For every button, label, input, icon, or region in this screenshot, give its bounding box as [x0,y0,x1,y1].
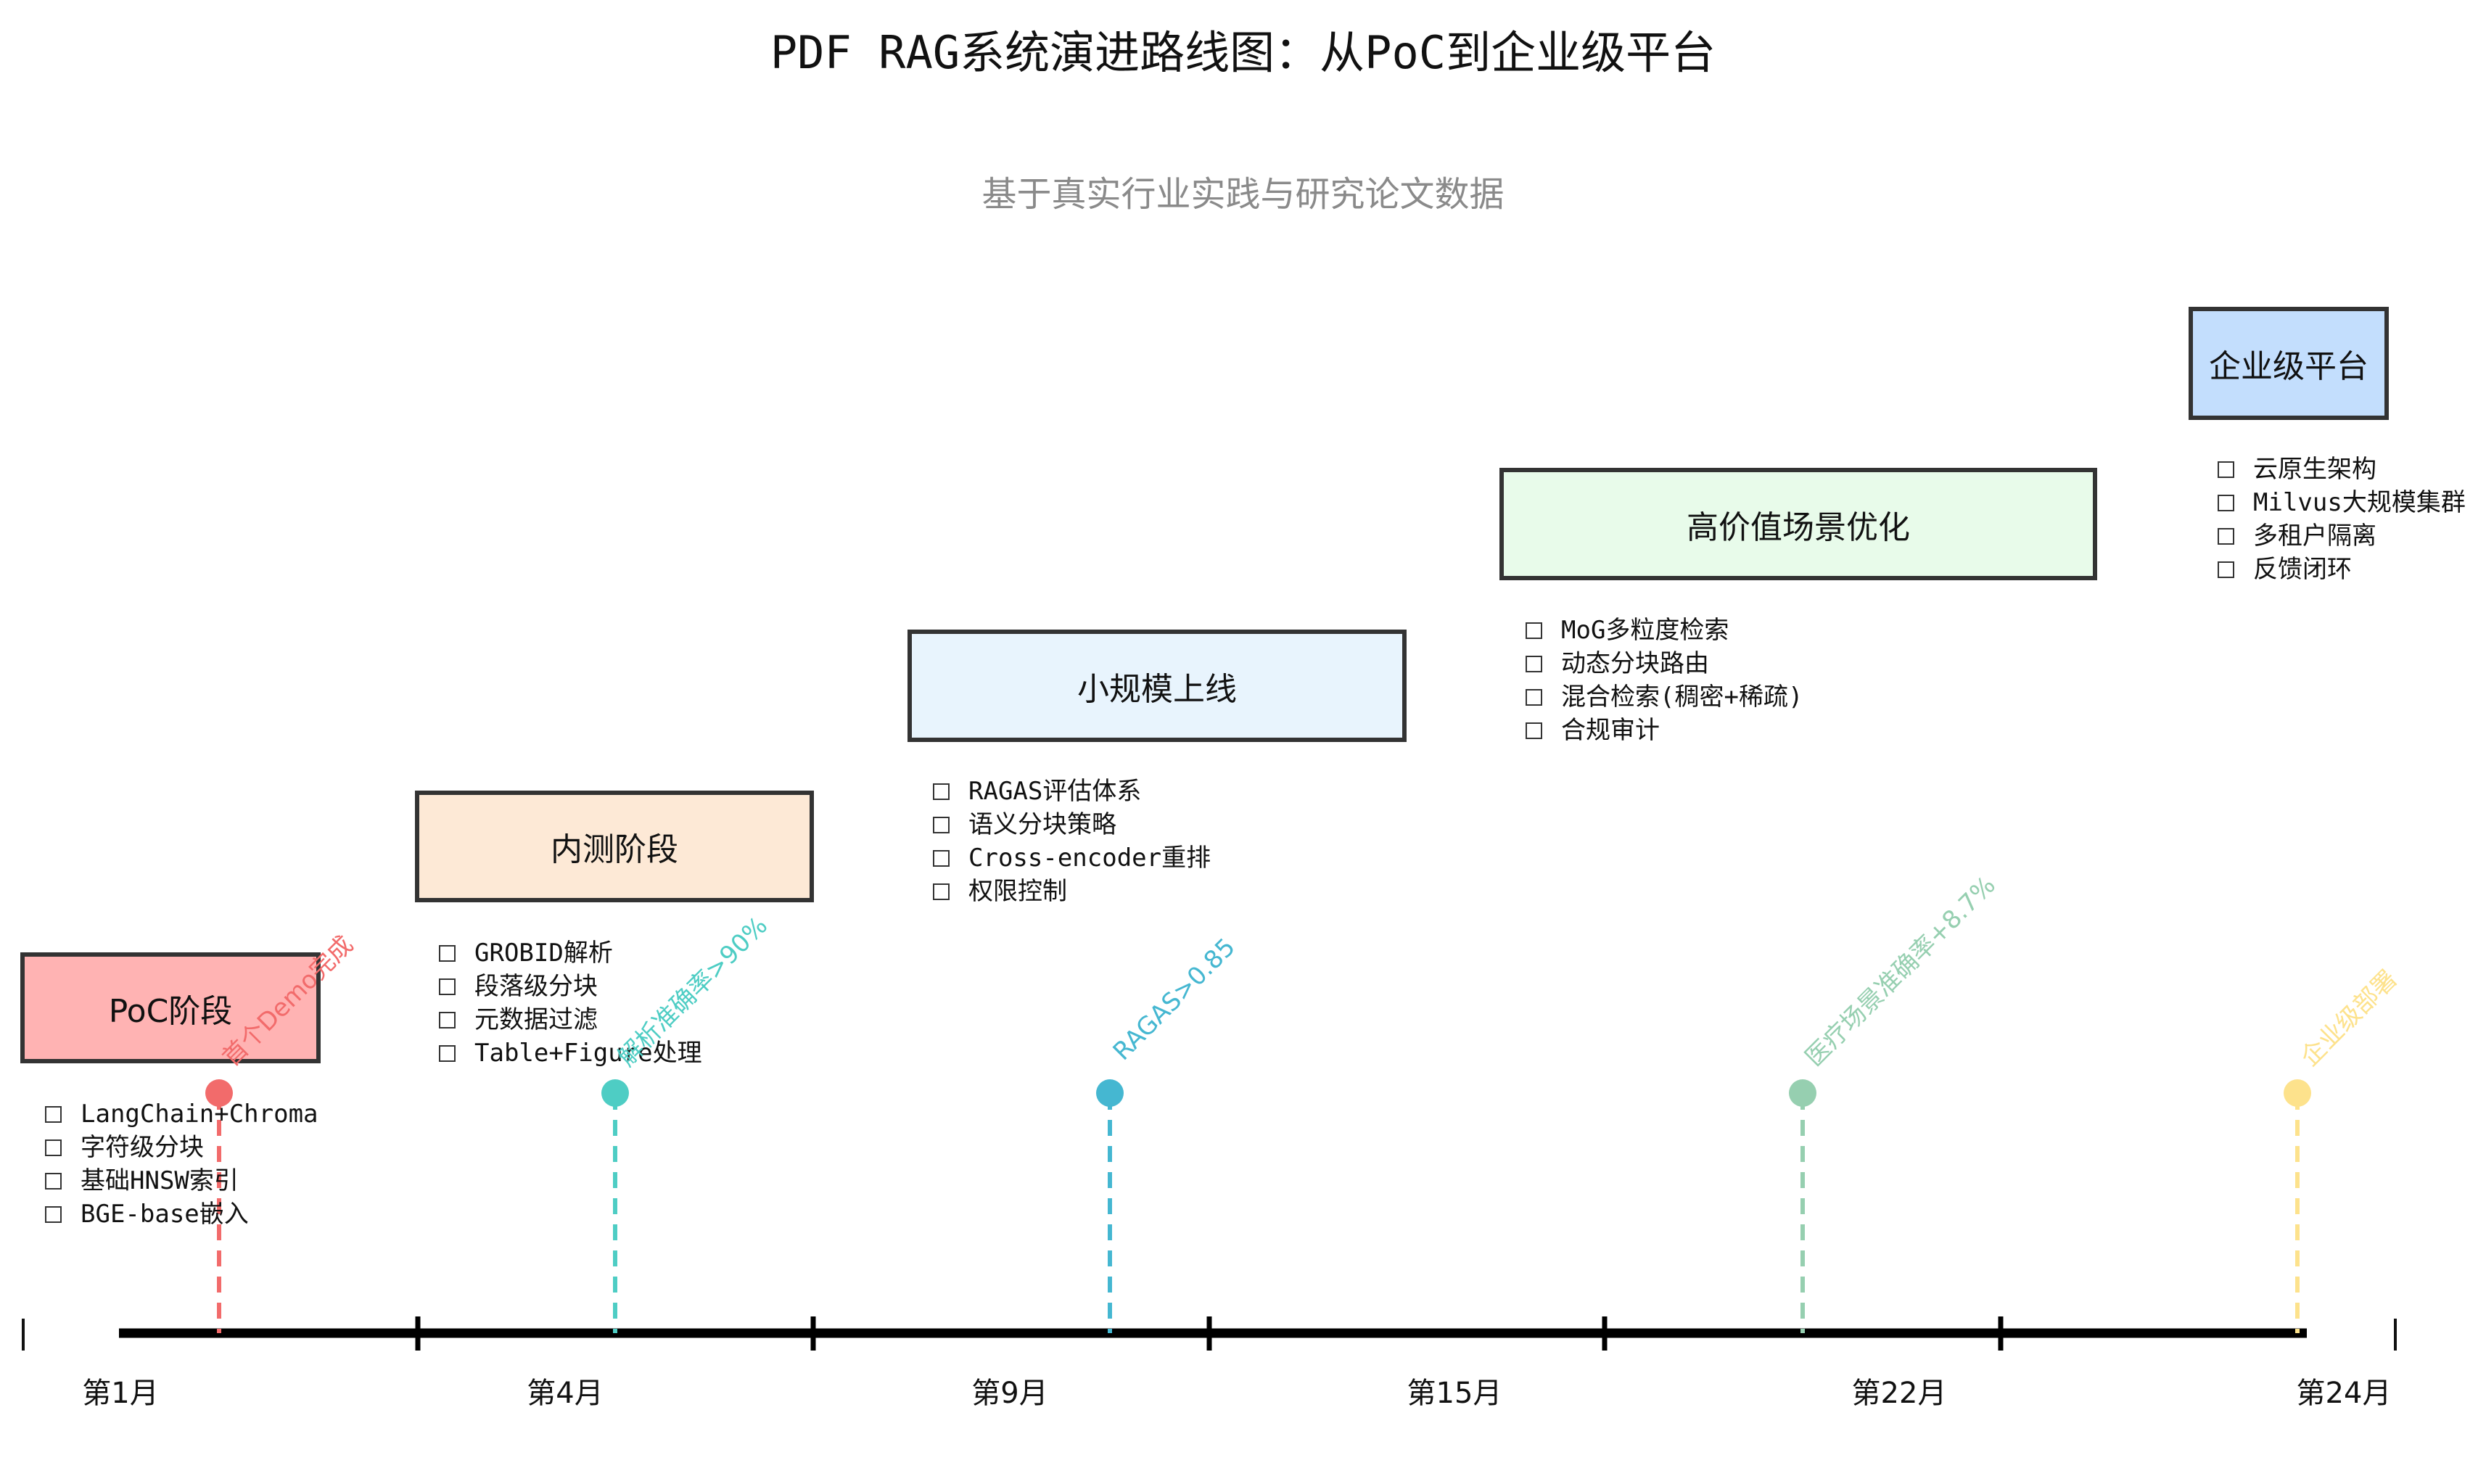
task-item: 动态分块路由 [1526,647,1803,680]
task-item: BGE-base嵌入 [45,1197,318,1231]
task-list-poc: LangChain+Chroma 字符级分块 基础HNSW索引 BGE-base… [45,1097,318,1231]
task-item: MoG多粒度检索 [1526,614,1803,647]
checkbox-icon [933,816,950,833]
milestone-marker [601,1079,629,1107]
task-item: 合规审计 [1526,714,1803,747]
checkbox-icon [933,849,950,867]
task-item: RAGAS评估体系 [933,775,1211,808]
checkbox-icon [439,978,456,995]
checkbox-icon [439,944,456,962]
checkbox-icon [439,1044,456,1062]
stage-title: 内测阶段 [551,831,678,868]
checkbox-icon [45,1105,62,1123]
page-title: PDF RAG系统演进路线图：从PoC到企业级平台 [770,26,1716,79]
stage-title: 小规模上线 [1077,670,1237,708]
month-label: 第1月 [82,1377,159,1410]
task-item: 多租户隔离 [2218,519,2466,553]
checkbox-icon [2218,527,2234,545]
month-label: 第24月 [2296,1377,2392,1410]
checkbox-icon [1526,688,1542,706]
checkbox-icon [933,883,950,900]
page-subtitle: 基于真实行业实践与研究论文数据 [981,174,1505,215]
task-item: 云原生架构 [2218,453,2466,486]
task-item: Cross-encoder重排 [933,841,1211,875]
month-label: 第4月 [527,1377,604,1410]
stage-box-small-launch: 小规模上线 [907,630,1407,742]
stage-title: 高价值场景优化 [1687,508,1910,546]
checkbox-icon [45,1172,62,1190]
stage-title: 企业级平台 [2209,348,2368,385]
stage-box-beta: 内测阶段 [415,791,814,902]
task-item: 元数据过滤 [439,1003,702,1036]
month-label: 第15月 [1407,1377,1502,1410]
checkbox-icon [45,1139,62,1156]
month-label: 第9月 [971,1377,1048,1410]
checkbox-icon [1526,655,1542,672]
checkbox-icon [45,1205,62,1223]
task-item: 字符级分块 [45,1131,318,1164]
milestone-marker [205,1079,233,1107]
checkbox-icon [933,783,950,800]
task-list-high-value: MoG多粒度检索 动态分块路由 混合检索(稠密+稀疏) 合规审计 [1526,614,1803,747]
task-item: LangChain+Chroma [45,1097,318,1131]
checkbox-icon [2218,561,2234,578]
checkbox-icon [1526,722,1542,739]
task-item: 语义分块策略 [933,808,1211,841]
task-list-enterprise: 云原生架构 Milvus大规模集群 多租户隔离 反馈闭环 [2218,453,2466,586]
task-item: GROBID解析 [439,936,702,970]
task-list-beta: GROBID解析 段落级分块 元数据过滤 Table+Figure处理 [439,936,702,1070]
task-item: 基础HNSW索引 [45,1164,318,1197]
milestone-marker [1096,1079,1124,1107]
stage-box-poc: PoC阶段 [20,952,321,1063]
task-list-small-launch: RAGAS评估体系 语义分块策略 Cross-encoder重排 权限控制 [933,775,1211,908]
task-item: 段落级分块 [439,970,702,1003]
stage-title: PoC阶段 [108,992,233,1030]
stage-box-enterprise: 企业级平台 [2189,307,2389,420]
milestone-marker [1789,1079,1816,1107]
checkbox-icon [1526,622,1542,639]
task-item: Milvus大规模集群 [2218,486,2466,519]
task-item: Table+Figure处理 [439,1036,702,1070]
task-item: 混合检索(稠密+稀疏) [1526,680,1803,714]
checkbox-icon [2218,494,2234,511]
task-item: 反馈闭环 [2218,553,2466,586]
milestone-marker [2284,1079,2311,1107]
checkbox-icon [439,1011,456,1029]
task-item: 权限控制 [933,875,1211,908]
month-label: 第22月 [1851,1377,1947,1410]
checkbox-icon [2218,461,2234,478]
stage-box-high-value: 高价值场景优化 [1499,468,2097,580]
